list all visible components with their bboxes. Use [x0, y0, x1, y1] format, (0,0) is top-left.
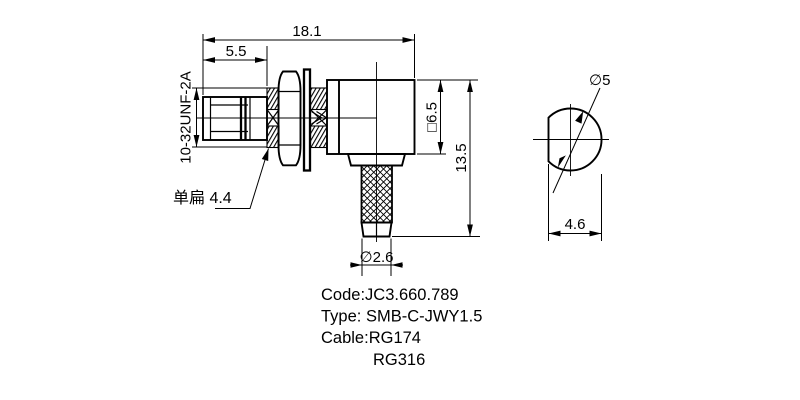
dimension-body-square: □6.5	[417, 79, 478, 155]
cable-flange	[346, 153, 407, 167]
leader-line	[552, 87, 601, 194]
callout-flat: 单扁 4.4	[173, 148, 269, 209]
end-view-centerlines	[533, 104, 609, 176]
note-cable: Cable:RG174	[321, 329, 421, 347]
arrowhead	[350, 262, 362, 268]
arrowhead	[391, 262, 403, 268]
dimension-front-length: 5.5	[203, 43, 268, 86]
hex-nut	[277, 70, 302, 167]
main-view	[197, 62, 416, 242]
dim-body-square-label: □6.5	[424, 102, 441, 132]
thread-spec-label: 10-32UNF-2A	[178, 71, 195, 164]
dim-shell-diameter-label: ∅5	[589, 72, 610, 89]
dimension-shell-diameter: ∅5	[552, 72, 610, 194]
notes-block: Code:JC3.660.789 Type: SMB-C-JWY1.5 Cabl…	[321, 286, 482, 369]
note-code: Code:JC3.660.789	[321, 286, 459, 304]
dim-across-flat-label: 4.6	[565, 216, 586, 233]
centerlines	[197, 62, 377, 242]
dimension-ferrule-diameter: ∅2.6	[350, 238, 403, 276]
note-cable2: RG316	[373, 351, 425, 369]
right-angle-body	[326, 79, 416, 155]
dimension-overall-height: 13.5	[392, 80, 480, 237]
front-coupling-cylinder	[202, 96, 268, 141]
arrowhead	[575, 111, 584, 124]
end-view: ∅5 4.6	[533, 72, 610, 241]
flat-label: 单扁 4.4	[173, 189, 232, 207]
leader-arrowhead	[261, 148, 269, 161]
dim-front-length-label: 5.5	[226, 43, 247, 60]
washer	[302, 68, 312, 172]
dimension-mounting-thread: 10-32UNF-2A	[178, 71, 267, 164]
arrowhead	[557, 155, 566, 168]
leader-line	[215, 148, 269, 209]
dim-overall-height-label: 13.5	[453, 143, 470, 172]
dim-overall-length-label: 18.1	[292, 23, 321, 40]
dim-ferrule-diameter-label: ∅2.6	[360, 249, 394, 266]
note-type: Type: SMB-C-JWY1.5	[321, 308, 482, 326]
dimension-across-flat: 4.6	[548, 164, 602, 241]
dimension-overall-length: 18.1	[202, 23, 415, 95]
